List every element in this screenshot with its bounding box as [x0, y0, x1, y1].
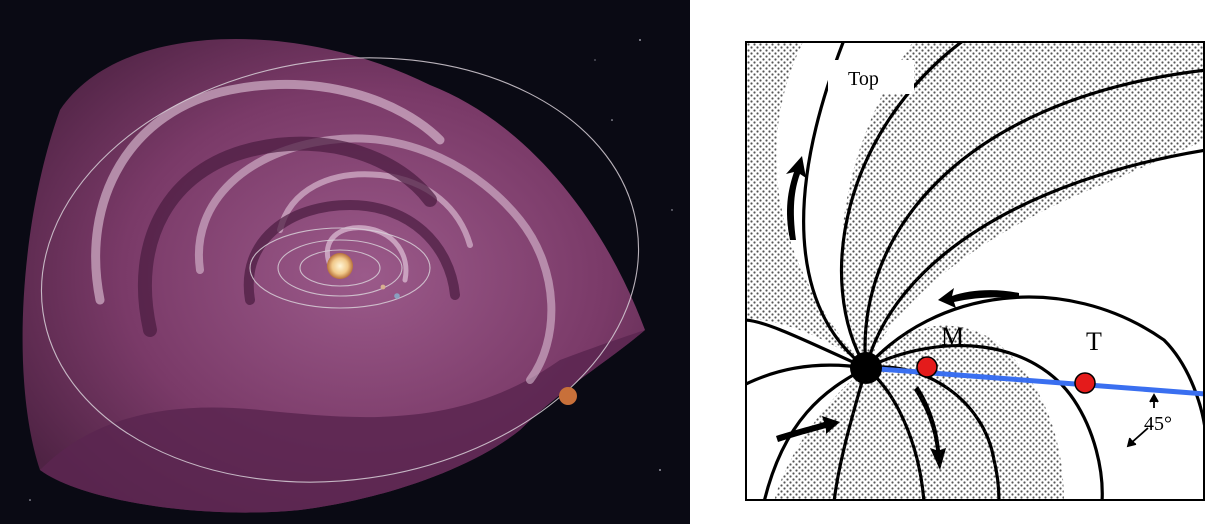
planet-icon	[394, 293, 400, 299]
sheet-fold-outer	[40, 330, 645, 513]
planet-icon	[380, 284, 386, 290]
top-label: Top	[848, 68, 879, 90]
sun-icon	[327, 253, 353, 279]
point-m-marker	[916, 356, 938, 378]
field-line-svg: Top M T 45°	[745, 41, 1205, 501]
spiral-ridges	[91, 80, 556, 384]
top-label-box	[828, 60, 914, 94]
angle-indicator	[1126, 393, 1159, 448]
current-sheet-illustration	[0, 0, 690, 524]
field-line-diagram: Top M T 45°	[744, 40, 1206, 502]
point-t-marker	[1074, 372, 1096, 394]
field-lines	[746, 42, 1204, 500]
outer-planet-icon	[559, 387, 577, 405]
point-m-label: M	[941, 322, 964, 351]
diagram-frame	[745, 41, 1205, 501]
sun-icon	[850, 352, 882, 384]
arrow-icon	[776, 156, 1019, 470]
stars	[29, 39, 673, 501]
angle-label: 45°	[1144, 413, 1172, 435]
current-sheet-svg	[22, 38, 673, 513]
point-t-label: T	[1086, 327, 1102, 356]
planet-orbits	[40, 57, 640, 483]
